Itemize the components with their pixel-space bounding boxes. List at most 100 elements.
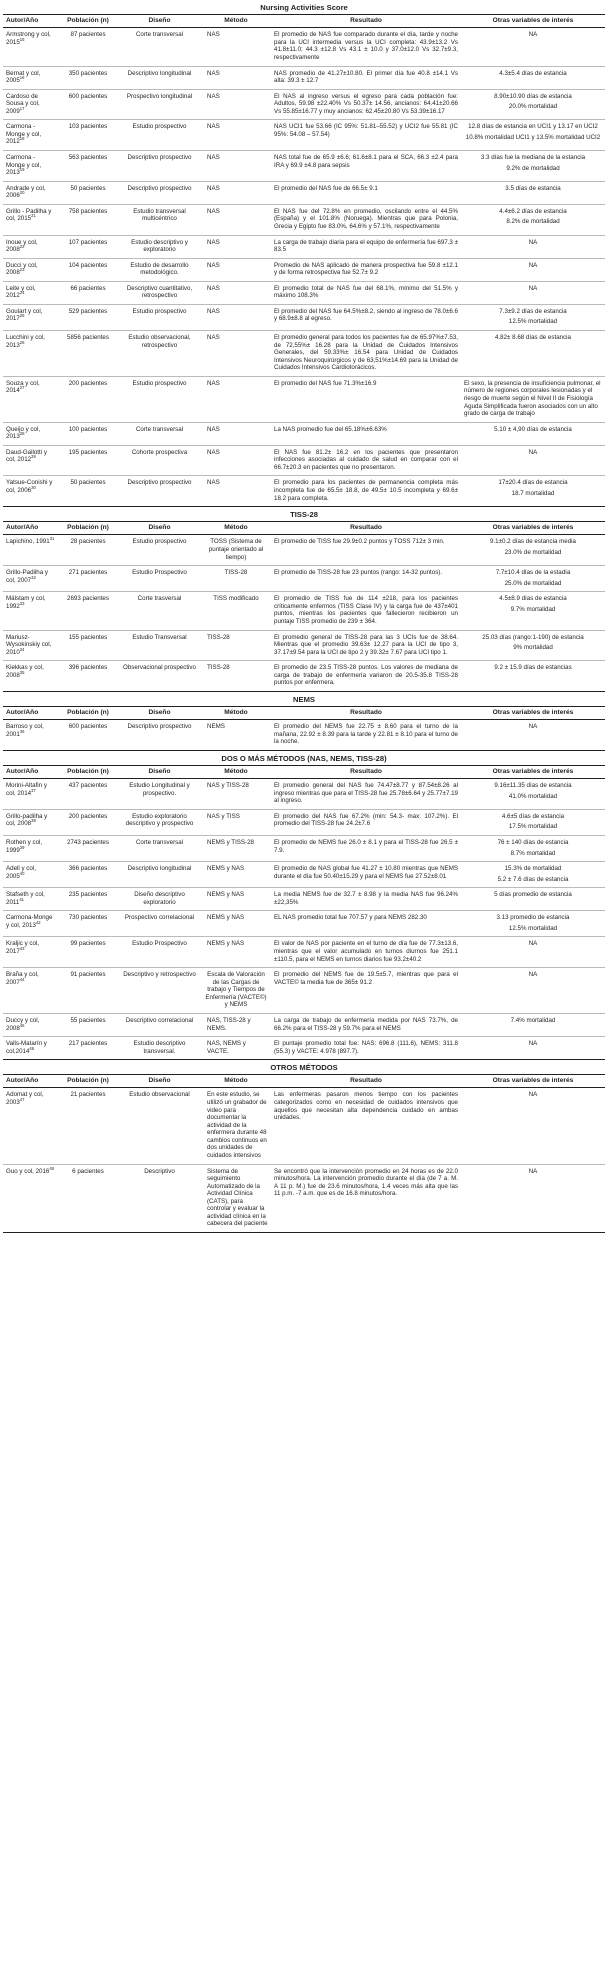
other-variable-line: 7.4% mortalidad xyxy=(510,1016,556,1024)
other-variables-cell: NA xyxy=(461,235,605,259)
method-cell: NAS xyxy=(201,119,271,152)
other-variable-line: 12.5% mortalidad xyxy=(508,318,558,326)
population-cell: 600 pacientes xyxy=(58,89,118,121)
population-cell: 217 pacientes xyxy=(58,1036,118,1061)
method-cell: NAS xyxy=(201,150,271,182)
author-text: Armstrong y col, 2015 xyxy=(6,31,51,46)
result-cell: El promedio de NEMS fue 26.0 ± 8.1 y par… xyxy=(271,835,461,863)
column-header-population: Población (n) xyxy=(58,765,118,780)
design-cell: Estudio prospectivo xyxy=(118,376,201,423)
design-cell: Descriptivo prospectivo xyxy=(118,475,201,508)
author-text: Lucchini y col, 2013 xyxy=(6,334,45,349)
column-header-other: Otras variables de interés xyxy=(461,765,605,780)
other-variables-cell: NA xyxy=(461,27,605,67)
column-header-design: Diseño xyxy=(118,765,201,780)
author-text: Braña y col, 2007 xyxy=(6,971,39,986)
column-header-design: Diseño xyxy=(118,14,201,29)
column-header-result: Resultado xyxy=(271,706,461,721)
result-cell: El promedio del NAS fue 64.5%±8.2, siend… xyxy=(271,304,461,332)
reference-number: 35 xyxy=(19,669,25,675)
author-cell: Kraljic y col, 201743 xyxy=(3,936,58,969)
reference-number: 23 xyxy=(19,267,25,273)
reference-number: 41 xyxy=(19,896,24,902)
other-variables-cell: NA xyxy=(461,1164,605,1234)
author-text: Kraljic y col, 2017 xyxy=(6,940,40,955)
other-variable-line: 20.0% mortalidad xyxy=(508,103,558,111)
design-cell: Corte transversal xyxy=(118,27,201,67)
column-header-result: Resultado xyxy=(271,765,461,780)
reference-number: 34 xyxy=(19,646,25,652)
section-title: NEMS xyxy=(293,694,315,704)
other-variable-line: NA xyxy=(528,261,538,269)
design-cell: Descriptivo longitudinal xyxy=(118,66,201,90)
method-cell: NAS y TISS-28 xyxy=(201,778,271,810)
population-cell: 155 pacientes xyxy=(58,630,118,662)
population-cell: 758 pacientes xyxy=(58,204,118,236)
column-header-method: Método xyxy=(201,521,271,536)
author-cell: Grillo-Padilha y col, 200732 xyxy=(3,565,58,593)
method-cell: NEMS y NAS xyxy=(201,910,271,938)
column-header-author: Autor/Año xyxy=(3,765,58,780)
design-cell: Descriptivo prospectivo xyxy=(118,150,201,182)
other-variable-line: 3.13 promedio de estancia xyxy=(496,914,570,922)
result-cell: El NAS al ingreso versus el egreso para … xyxy=(271,89,461,121)
result-cell: EL NAS promedio total fue 707.57 y para … xyxy=(271,910,461,938)
author-cell: Carmona-Monge y col, 201342 xyxy=(3,910,58,938)
other-variables-cell: 5.10 ± 4,90 días de estancia xyxy=(461,422,605,446)
other-variable-line: 4.82± 8.68 días de estancia xyxy=(495,334,571,342)
population-cell: 87 pacientes xyxy=(58,27,118,67)
author-cell: Kiekkas y col, 200835 xyxy=(3,660,58,692)
reference-number: 44 xyxy=(19,976,25,982)
author-cell: Cardoso de Sousa y col, 200917 xyxy=(3,89,58,121)
result-cell: El puntaje promedio total fue: NAS: 696.… xyxy=(271,1036,461,1061)
method-cell: NAS xyxy=(201,475,271,508)
column-header-design: Diseño xyxy=(118,1074,201,1089)
population-cell: 600 pacientes xyxy=(58,719,118,751)
other-variable-line: 3.5 días de estancia xyxy=(505,184,561,192)
author-text: Carmona - Monge y col, 2012 xyxy=(6,123,42,146)
other-variable-line: 8.2% de mortalidad xyxy=(506,218,560,226)
other-variables-cell: NA xyxy=(461,1087,605,1165)
reference-number: 29 xyxy=(31,454,36,460)
reference-number: 15 xyxy=(19,36,25,42)
other-variable-line: NA xyxy=(528,284,538,292)
population-cell: 100 pacientes xyxy=(58,422,118,446)
reference-number: 42 xyxy=(35,919,41,925)
author-text: Ducci y col, 2008 xyxy=(6,261,38,277)
other-variables-cell: NA xyxy=(461,445,605,477)
method-cell: NAS xyxy=(201,281,271,305)
other-variable-line: 5.10 ± 4,90 días de estancia xyxy=(494,425,572,433)
method-cell: NEMS y TISS-28 xyxy=(201,835,271,863)
author-text: Cardoso de Sousa y col, 2009 xyxy=(6,92,40,115)
column-header-method: Método xyxy=(201,14,271,29)
other-variable-line: 9% mortalidad xyxy=(513,644,553,652)
column-header-other: Otras variables de interés xyxy=(461,14,605,29)
population-cell: 563 pacientes xyxy=(58,150,118,182)
other-variables-cell: 7.4% mortalidad xyxy=(461,1013,605,1038)
other-variable-line: 5.2 ± 7.6 días de estancia xyxy=(497,875,569,883)
author-text: Leite y col, 2012 xyxy=(6,284,36,300)
author-cell: Ducci y col, 200823 xyxy=(3,258,58,282)
author-cell: Carmona - Monge y col, 201319 xyxy=(3,150,58,182)
section-title: OTROS MÉTODOS xyxy=(270,1063,338,1073)
method-cell: NAS y TISS xyxy=(201,809,271,836)
reference-number: 39 xyxy=(19,844,25,850)
design-cell: Estudio observacional xyxy=(118,1087,201,1165)
design-cell: Estudio de desarrollo metodológico. xyxy=(118,258,201,282)
reference-number: 32 xyxy=(31,574,36,580)
